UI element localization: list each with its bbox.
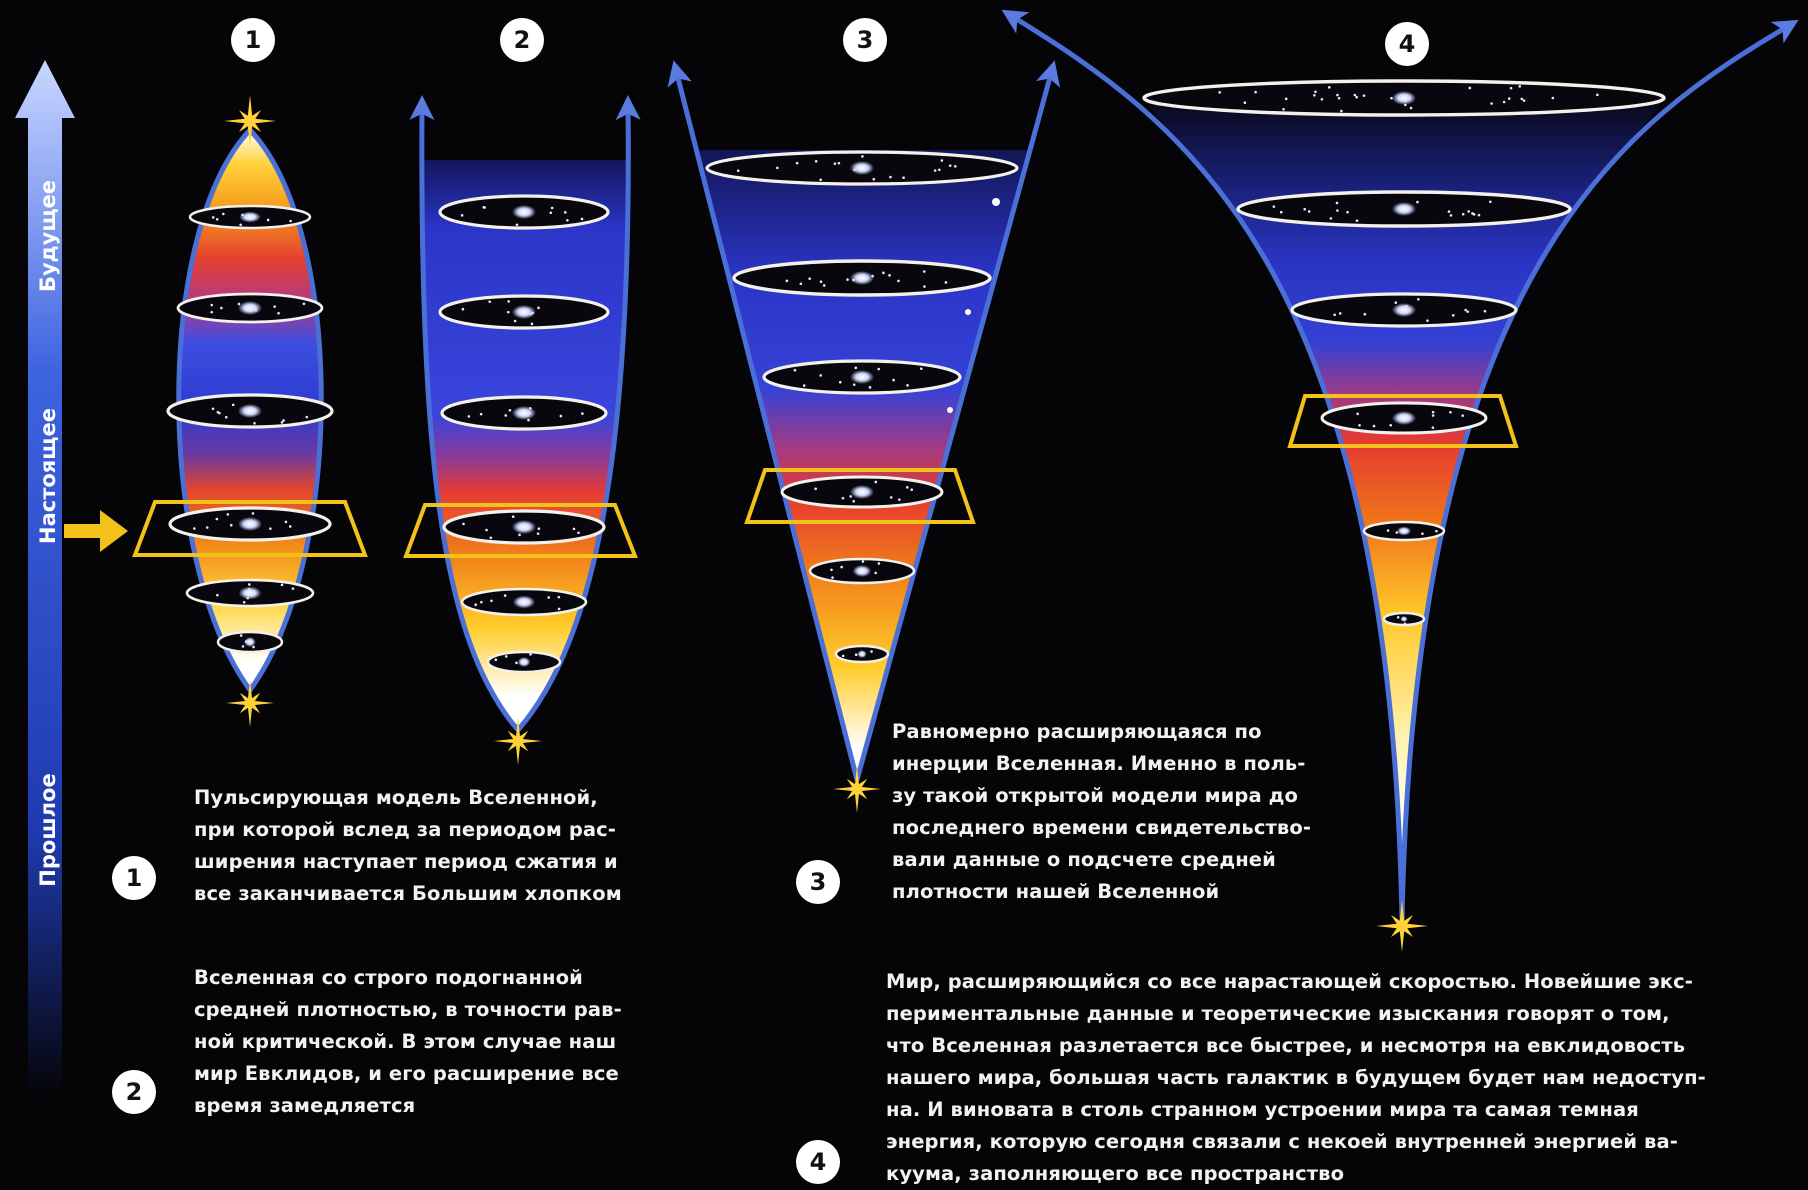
galaxy-disk — [168, 506, 332, 542]
time-label-present: Настоящее — [36, 408, 60, 544]
galaxy-disk — [1142, 79, 1666, 117]
galaxy-disk — [188, 204, 312, 230]
galaxy-disk — [216, 630, 284, 654]
caption-model-2: Вселенная со строго подогнанной средней … — [194, 966, 622, 1117]
caption-4-number-badge: 4 — [796, 1140, 840, 1184]
bright-dot — [992, 198, 1000, 206]
galaxy-disk — [460, 587, 588, 617]
star-icon — [1376, 900, 1428, 952]
caption-model-3: Равномерно расширяющаяся по инерции Всел… — [892, 720, 1312, 903]
bright-dot — [947, 407, 953, 413]
model-3-number-badge: 3 — [843, 18, 887, 62]
present-marker-2 — [403, 503, 638, 558]
present-marker-4 — [1287, 394, 1519, 448]
galaxy-disk — [808, 557, 916, 585]
caption-3-number-badge: 3 — [796, 860, 840, 904]
galaxy-disk — [1320, 401, 1488, 435]
caption-1-number-badge: 1 — [112, 856, 156, 900]
star-icon — [226, 679, 274, 727]
galaxy-disk — [732, 259, 992, 297]
model-4-number-badge: 4 — [1385, 22, 1429, 66]
galaxy-disk — [1236, 190, 1572, 228]
model-4-accelerating-shape — [1001, 9, 1799, 921]
galaxy-disk — [486, 650, 562, 674]
star-icon — [833, 765, 881, 813]
time-axis-arrow — [15, 60, 75, 1090]
present-indicator-arrow — [64, 510, 128, 552]
time-label-future: Будущее — [36, 179, 60, 293]
star-icon — [494, 717, 542, 765]
galaxy-disk — [1290, 292, 1518, 328]
star-icon — [224, 95, 276, 147]
galaxy-disk — [166, 393, 334, 429]
galaxy-disks — [166, 79, 1666, 674]
galaxy-disk — [442, 509, 606, 545]
galaxy-disk — [762, 359, 962, 395]
galaxy-disk — [1362, 520, 1446, 542]
bright-dot — [965, 309, 971, 315]
bang-stars — [224, 95, 1428, 952]
galaxy-disk — [440, 395, 608, 431]
galaxy-disk — [438, 294, 610, 330]
model-3-open-shape — [667, 60, 1061, 781]
galaxy-disk — [438, 194, 610, 230]
caption-model-4: Мир, расширяющийся со все нарастающей ск… — [886, 970, 1706, 1185]
galaxy-disk — [185, 578, 315, 608]
caption-model-1: Пульсирующая модель Вселенной, при котор… — [194, 786, 622, 905]
galaxy-disk — [176, 292, 324, 324]
model-2-number-badge: 2 — [500, 18, 544, 62]
model-1-number-badge: 1 — [231, 18, 275, 62]
galaxy-disk — [834, 644, 890, 664]
galaxy-disk — [780, 475, 944, 509]
present-marker-1 — [132, 500, 368, 557]
present-marker-3 — [744, 468, 976, 524]
galaxy-disk — [705, 150, 1019, 186]
caption-2-number-badge: 2 — [112, 1070, 156, 1114]
galaxy-disk — [1382, 611, 1426, 627]
time-label-past: Прошлое — [36, 773, 60, 887]
